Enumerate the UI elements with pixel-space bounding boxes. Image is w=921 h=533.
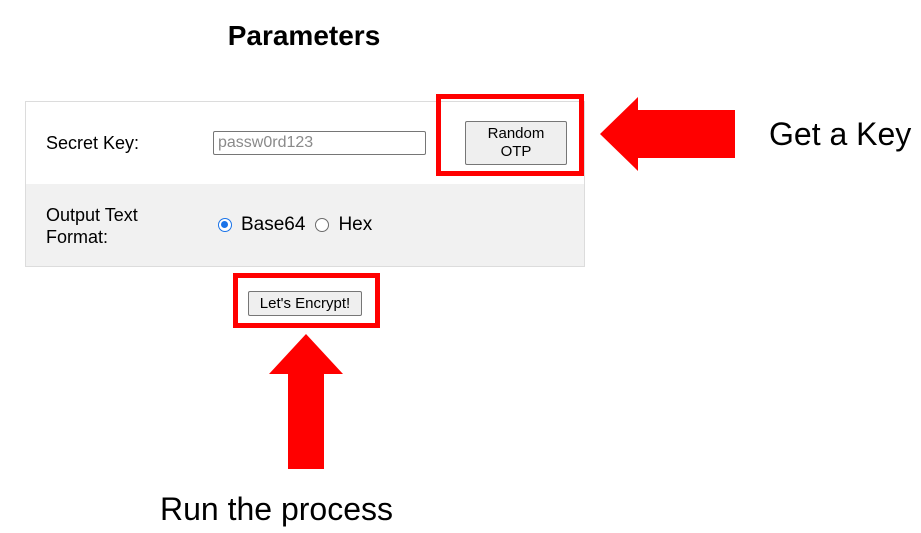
output-format-label: Output Text Format: <box>46 205 138 247</box>
radio-base64[interactable] <box>218 218 232 232</box>
secret-key-input[interactable] <box>213 131 426 155</box>
otp-highlight-box <box>436 94 584 176</box>
secret-key-row: Secret Key: Random OTP <box>26 102 584 184</box>
secret-key-label: Secret Key: <box>46 133 140 153</box>
output-format-row: Output Text Format: Base64 Hex <box>26 184 584 266</box>
output-format-radio-group: Base64 Hex <box>218 214 382 236</box>
encrypt-highlight-box <box>233 273 380 328</box>
parameters-panel: Secret Key: Random OTP Output Text Forma… <box>25 101 585 267</box>
left-arrow-icon <box>600 97 735 171</box>
radio-hex[interactable] <box>315 218 330 232</box>
page-title: Parameters <box>227 20 381 51</box>
random-otp-button[interactable]: Random OTP <box>465 121 567 165</box>
up-arrow-icon <box>269 334 343 469</box>
encrypt-button[interactable]: Let's Encrypt! <box>248 291 362 316</box>
run-process-annotation: Run the process <box>160 491 394 527</box>
radio-hex-label: Hex <box>338 214 373 235</box>
radio-base64-label: Base64 <box>241 214 306 235</box>
radio-option-base64[interactable]: Base64 <box>218 214 305 236</box>
get-key-annotation: Get a Key <box>769 116 912 152</box>
radio-option-hex[interactable]: Hex <box>315 214 372 236</box>
